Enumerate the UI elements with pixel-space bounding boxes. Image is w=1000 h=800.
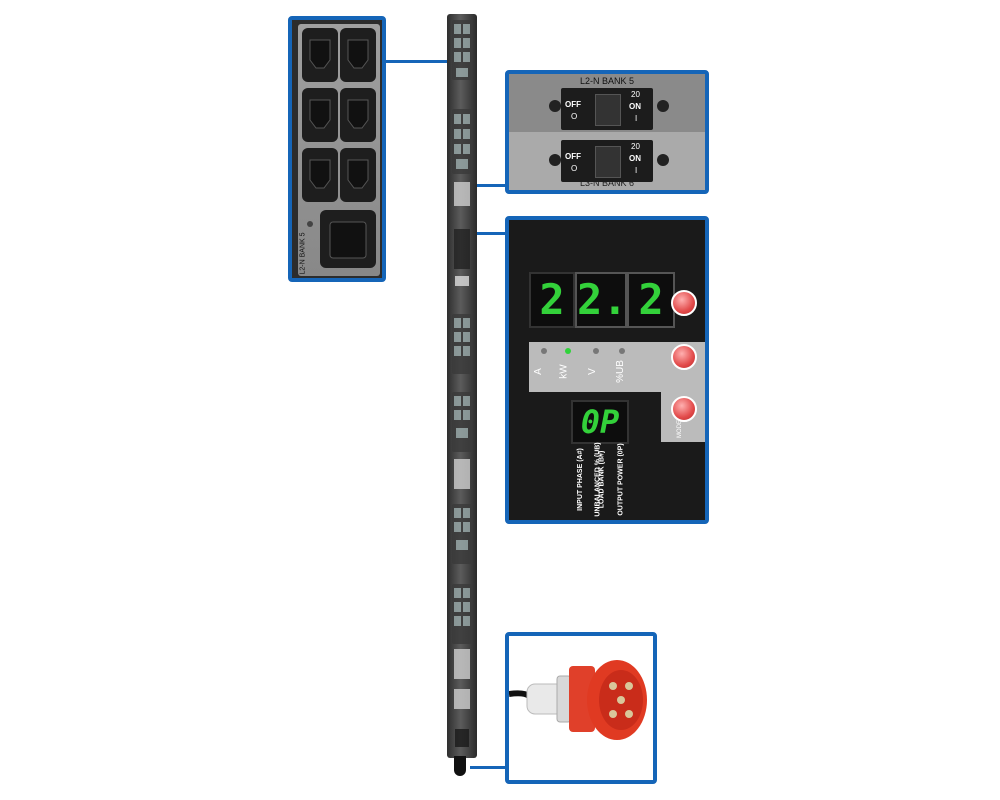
breaker-1-off-mark: O xyxy=(571,112,578,121)
breaker-1-rating: 20 xyxy=(631,90,640,99)
digit-2: 2. xyxy=(575,272,628,328)
indicator-ub: %UB xyxy=(614,360,626,383)
indicator-v: V xyxy=(586,368,598,375)
breaker-2-rating: 20 xyxy=(631,142,640,151)
led-v xyxy=(593,348,599,354)
mode-button-icon[interactable] xyxy=(671,396,697,422)
led-kw xyxy=(565,348,571,354)
legend-line: INPUT PHASE (A#) xyxy=(576,448,584,511)
breaker-top-label: L2-N BANK 5 xyxy=(579,76,635,86)
up-arrow-button-icon[interactable] xyxy=(671,290,697,316)
indicator-panel: A kW V %UB xyxy=(529,342,661,392)
breaker-1-on-label: ON xyxy=(629,102,641,111)
indicator-a: A xyxy=(532,368,544,375)
outlet-callout: L2-N BANK 5 xyxy=(288,16,386,282)
breaker-1-off-label: OFF xyxy=(565,100,581,109)
outlet-bank-label: L2-N BANK 5 xyxy=(299,232,307,275)
breaker-1[interactable]: OFF O 20 ON I xyxy=(561,88,653,130)
connector-line-meter xyxy=(477,232,509,235)
indicator-kw: kW xyxy=(558,364,570,379)
led-ub xyxy=(619,348,625,354)
breaker-2-on-label: ON xyxy=(629,154,641,163)
plug-icon xyxy=(509,660,647,740)
connector-line-outlets xyxy=(383,60,447,63)
breaker-bottom-label: L3-N BANK 6 xyxy=(579,178,635,188)
mode-button-label: MODE xyxy=(677,420,683,438)
outlet-icon xyxy=(302,28,376,268)
breaker-2-off-mark: O xyxy=(571,164,578,173)
screw-icon xyxy=(657,154,669,166)
breaker-2-toggle[interactable] xyxy=(595,146,621,178)
screw-icon xyxy=(657,100,669,112)
plug-callout xyxy=(505,632,657,784)
breaker-2-off-label: OFF xyxy=(565,152,581,161)
breaker-callout: L2-N BANK 5 L3-N BANK 6 OFF O 20 ON I OF… xyxy=(505,70,709,194)
down-arrow-button-icon[interactable] xyxy=(671,344,697,370)
pdu-cord xyxy=(454,756,466,776)
outlet-panel: L2-N BANK 5 xyxy=(298,24,380,276)
connector-line-plug xyxy=(470,766,509,769)
breaker-2[interactable]: OFF O 20 ON I xyxy=(561,140,653,182)
breaker-2-on-mark: I xyxy=(635,166,638,175)
pdu-strip xyxy=(447,14,477,758)
breaker-1-toggle[interactable] xyxy=(595,94,621,126)
digit-1: 2 xyxy=(529,272,575,328)
digit-3: 2 xyxy=(627,272,675,328)
screw-icon xyxy=(549,100,561,112)
screw-icon xyxy=(549,154,561,166)
mode-display: 0P xyxy=(571,400,629,444)
connector-line-breakers xyxy=(477,184,509,187)
legend-line: LOAD BANK (B#) xyxy=(598,450,606,509)
pdu-outlets-graphic xyxy=(452,20,472,747)
meter-callout: 2 2. 2 A kW V %UB MODE 0P INPUT PHASE (A… xyxy=(505,216,709,524)
breaker-1-on-mark: I xyxy=(635,114,638,123)
legend-line: OUTPUT POWER (0P) xyxy=(617,443,625,516)
led-a xyxy=(541,348,547,354)
legend: INPUT PHASE (A#) UNBALANCED % (UB) LOAD … xyxy=(569,442,669,516)
